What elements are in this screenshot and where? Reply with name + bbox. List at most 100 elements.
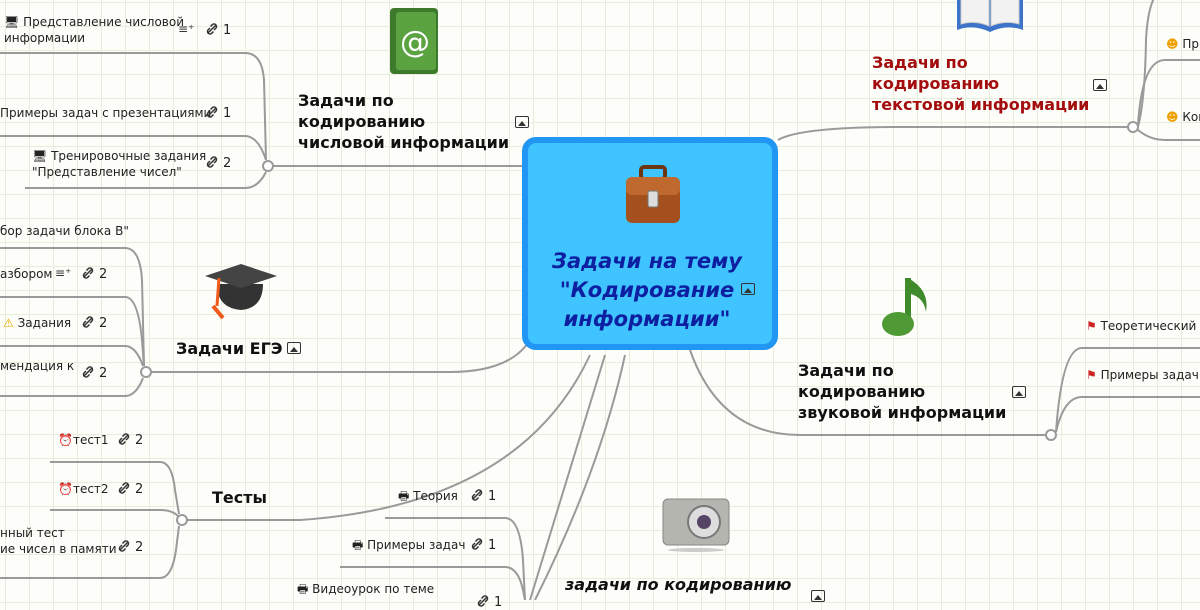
music-note-icon xyxy=(880,276,940,342)
link-count[interactable]: 2 xyxy=(81,266,107,282)
topic-sound[interactable]: Задачи по кодированию звуковой информаци… xyxy=(798,360,1006,423)
link-count[interactable]: 1 xyxy=(205,22,231,38)
topic-graphic[interactable]: задачи по кодированию xyxy=(565,575,792,594)
monitor-icon: 🖥 xyxy=(32,149,48,163)
list-item[interactable]: ⏰тест2 xyxy=(58,481,109,497)
count: 1 xyxy=(488,489,497,504)
count: 1 xyxy=(223,23,232,38)
printer-icon: 🖶 xyxy=(352,538,364,552)
briefcase-icon xyxy=(623,165,683,227)
list-item[interactable]: бор задачи блока В" xyxy=(0,223,129,239)
link-icon xyxy=(118,433,130,445)
title-line: звуковой информации xyxy=(798,403,1007,422)
link-count[interactable]: 1 xyxy=(476,594,502,610)
list-item[interactable]: ☻ Кон xyxy=(1166,109,1200,125)
count: 2 xyxy=(135,433,144,448)
smiley-icon: ☻ xyxy=(1166,110,1179,124)
link-icon xyxy=(206,156,218,168)
title-line: кодированию xyxy=(298,112,426,131)
smiley-icon: ☻ xyxy=(1166,37,1179,51)
list-item[interactable]: 🖶 Теория xyxy=(398,488,458,504)
monitor-icon: 🖥 xyxy=(4,15,20,29)
list-item[interactable]: 🖥 Тренировочные задания"Представление чи… xyxy=(32,148,206,180)
link-icon xyxy=(471,538,483,550)
graduation-cap-icon xyxy=(205,262,277,322)
item-label: азбором xyxy=(0,267,53,281)
link-count[interactable]: 2 xyxy=(117,539,143,555)
printer-icon: 🖶 xyxy=(297,582,309,596)
title-line: числовой информации xyxy=(298,133,510,152)
count: 1 xyxy=(494,595,503,610)
topic-tests[interactable]: Тесты xyxy=(212,488,267,507)
image-icon[interactable] xyxy=(811,590,825,602)
link-icon xyxy=(471,489,483,501)
item-label: При xyxy=(1182,37,1200,51)
central-topic[interactable]: Задачи на тему "Кодирование информации" xyxy=(522,137,778,350)
title-line: кодированию xyxy=(798,382,926,401)
camera-icon xyxy=(662,497,730,553)
notes-icon[interactable]: ≡⁺ xyxy=(55,266,72,280)
image-icon[interactable] xyxy=(1012,386,1026,398)
item-label: "Представление чисел" xyxy=(32,165,182,179)
title-line: Задачи по xyxy=(298,91,394,110)
image-icon[interactable] xyxy=(741,283,755,295)
title-line: текстовой информации xyxy=(872,95,1090,114)
item-label: Теоретический ма xyxy=(1100,319,1200,333)
item-label: Видеоурок по теме xyxy=(312,582,435,596)
title-line: "Кодирование xyxy=(559,278,735,302)
item-label: нный тест xyxy=(0,526,65,540)
title-line: информации" xyxy=(563,307,731,331)
list-item[interactable]: мендация к xyxy=(0,358,74,374)
item-label: мендация к xyxy=(0,359,75,373)
link-icon xyxy=(82,366,94,378)
list-item[interactable]: ⏰тест1 xyxy=(58,432,109,448)
topic-ege[interactable]: Задачи ЕГЭ xyxy=(176,339,283,358)
title-line: Задачи по xyxy=(798,361,894,380)
list-item[interactable]: азбором xyxy=(0,266,53,282)
list-item[interactable]: ⚑ Примеры задач xyxy=(1086,367,1199,383)
notes-icon[interactable]: ≡⁺ xyxy=(178,22,195,36)
count: 2 xyxy=(99,316,108,331)
link-count[interactable]: 1 xyxy=(470,537,496,553)
list-item[interactable]: 🖶 Видеоурок по теме xyxy=(297,581,434,597)
list-item[interactable]: ☻ При xyxy=(1166,36,1200,52)
image-icon[interactable] xyxy=(1093,79,1107,91)
title-line: Задачи по xyxy=(872,53,968,72)
link-icon xyxy=(477,595,489,607)
item-label: Представление числовой xyxy=(23,15,185,29)
link-count[interactable]: 2 xyxy=(81,365,107,381)
count: 1 xyxy=(223,106,232,121)
item-label: Примеры задач с презентациями xyxy=(0,106,212,120)
list-item[interactable]: 🖶 Примеры задач xyxy=(352,537,465,553)
item-label: Задания xyxy=(17,316,72,330)
alarm-clock-icon: ⏰ xyxy=(58,433,73,447)
list-item[interactable]: ⚠ Задания xyxy=(3,315,71,331)
topic-text[interactable]: Задачи по кодированию текстовой информац… xyxy=(872,52,1089,115)
count: 2 xyxy=(135,482,144,497)
link-count[interactable]: 1 xyxy=(470,488,496,504)
link-count[interactable]: 2 xyxy=(205,155,231,171)
count: 2 xyxy=(99,366,108,381)
topic-numeric[interactable]: Задачи по кодированию числовой информаци… xyxy=(298,90,509,153)
list-item[interactable]: Примеры задач с презентациями xyxy=(0,105,211,121)
warning-icon: ⚠ xyxy=(3,316,14,330)
link-icon xyxy=(118,540,130,552)
link-count[interactable]: 2 xyxy=(117,432,143,448)
count: 2 xyxy=(99,267,108,282)
list-item[interactable]: ⚑ Теоретический ма xyxy=(1086,318,1200,334)
title-line: кодированию xyxy=(872,74,1000,93)
link-count[interactable]: 1 xyxy=(205,105,231,121)
central-title: Задачи на тему "Кодирование информации" xyxy=(542,247,752,334)
count: 2 xyxy=(135,540,144,555)
image-icon[interactable] xyxy=(287,342,301,354)
link-count[interactable]: 2 xyxy=(81,315,107,331)
svg-text:@: @ xyxy=(400,25,430,60)
alarm-clock-icon: ⏰ xyxy=(58,482,73,496)
link-count[interactable]: 2 xyxy=(117,481,143,497)
image-icon[interactable] xyxy=(515,116,529,128)
item-label: тест2 xyxy=(72,482,109,496)
printer-icon: 🖶 xyxy=(398,489,410,503)
